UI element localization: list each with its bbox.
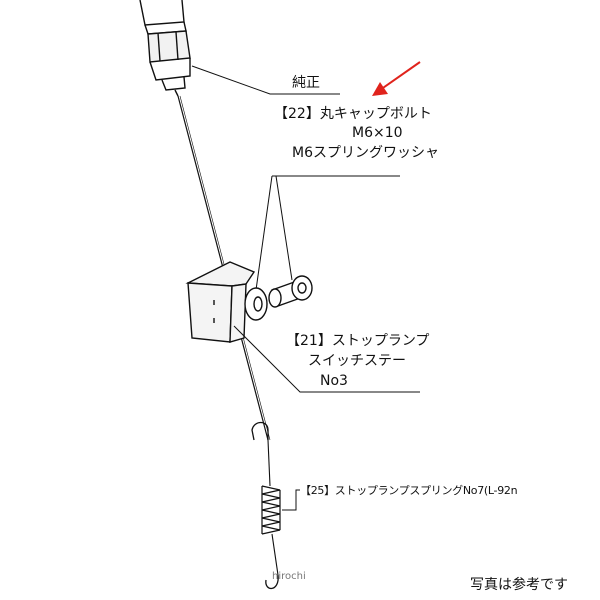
label-part22-size: M6×10 bbox=[352, 125, 403, 141]
stay-bracket bbox=[185, 261, 256, 343]
reference-note: 写真は参考です bbox=[470, 577, 568, 593]
spring-washer bbox=[244, 287, 268, 321]
label-part21-title: 【21】ストップランプ bbox=[286, 333, 430, 349]
spring-hook-top bbox=[251, 421, 269, 441]
watermark: hirochi bbox=[272, 571, 306, 582]
leader-genuine bbox=[191, 65, 340, 95]
label-genuine: 純正 bbox=[292, 75, 320, 91]
red-arrow bbox=[372, 61, 421, 96]
leader-bolt bbox=[255, 175, 400, 291]
label-part22-title: 【22】丸キャップボルト bbox=[274, 106, 432, 122]
label-part25: 【25】ストップランプスプリングNo7(L-92n bbox=[300, 484, 518, 497]
label-part21-sub: スイッチステー bbox=[308, 353, 406, 369]
spring-hook-bottom bbox=[265, 574, 279, 590]
leader-spring bbox=[282, 489, 300, 511]
leader-stay bbox=[233, 325, 420, 393]
coil-spring bbox=[261, 485, 281, 535]
label-part22-washer: M6スプリングワッシャ bbox=[292, 145, 439, 161]
cable-housing bbox=[139, 0, 191, 97]
cap-bolt bbox=[268, 275, 313, 308]
label-part21-no: No3 bbox=[320, 373, 348, 389]
